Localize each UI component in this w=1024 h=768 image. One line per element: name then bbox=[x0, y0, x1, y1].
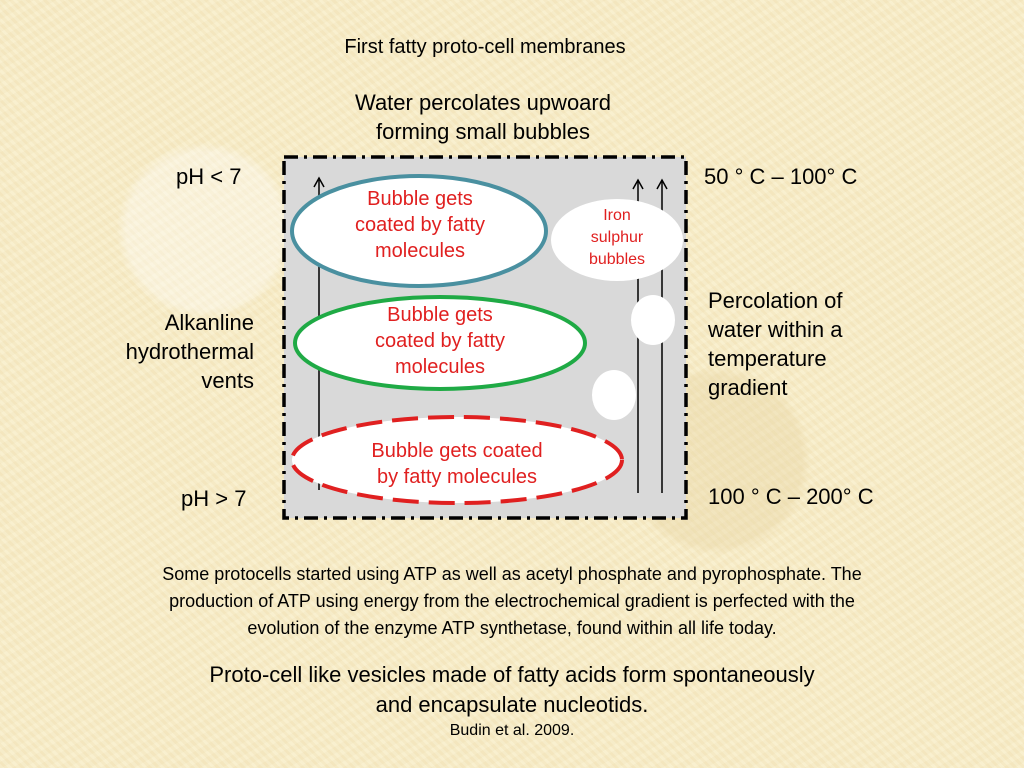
ph-top-label: pH < 7 bbox=[176, 164, 242, 189]
bubble-mid-line-2: coated by fatty bbox=[374, 330, 506, 352]
bubble-top-line-2: coated by fatty bbox=[354, 214, 486, 236]
vents-line-1: Alkanline bbox=[164, 310, 254, 335]
small-bubble-2 bbox=[592, 370, 636, 420]
bubble-top-line-1: Bubble gets bbox=[367, 188, 473, 210]
temp-top-label: 50 ° C – 100° C bbox=[704, 164, 858, 189]
percolation-line-4: gradient bbox=[708, 375, 788, 400]
percolation-line-2: water within a bbox=[708, 317, 843, 342]
percolation-label: Percolation of water within a temperatur… bbox=[708, 286, 908, 402]
bubble-bottom-text: Bubble gets coated by fatty molecules bbox=[337, 438, 577, 490]
percolation-line-1: Percolation of bbox=[708, 288, 843, 313]
bubble-mid-line-1: Bubble gets bbox=[387, 304, 493, 326]
iron-sulphur-text: Iron sulphur bubbles bbox=[561, 205, 673, 271]
bubble-bottom-line-2: by fatty molecules bbox=[376, 466, 538, 488]
citation: Budin et al. 2009. bbox=[449, 722, 575, 739]
bubble-bottom-ellipse bbox=[290, 415, 624, 505]
bubble-bottom-line-1: Bubble gets coated bbox=[371, 440, 543, 462]
bubble-top-text: Bubble gets coated by fatty molecules bbox=[320, 186, 520, 264]
percolation-line-3: temperature bbox=[708, 346, 827, 371]
percolate-caption: Water percolates upwoard forming small b… bbox=[283, 88, 683, 146]
para2-line-2: and encapsulate nucleotids. bbox=[375, 692, 649, 717]
para2-line-1: Proto-cell like vesicles made of fatty a… bbox=[209, 662, 815, 687]
bubble-top-ellipse bbox=[290, 174, 548, 288]
vents-label: Alkanline hydrothermal vents bbox=[64, 308, 254, 395]
small-bubble-1 bbox=[631, 295, 675, 345]
vents-line-2: hydrothermal bbox=[125, 339, 254, 364]
temp-bottom-label: 100 ° C – 200° C bbox=[708, 484, 874, 509]
paragraph-atp: Some protocells started using ATP as wel… bbox=[20, 561, 1004, 642]
para1-line-2: production of ATP using energy from the … bbox=[169, 591, 855, 611]
percolate-line-1: Water percolates upwoard bbox=[355, 90, 611, 115]
diagram-title: First fatty proto-cell membranes bbox=[344, 36, 626, 58]
para1-line-3: evolution of the enzyme ATP synthetase, … bbox=[247, 618, 777, 638]
iron-line-2: sulphur bbox=[590, 229, 644, 246]
paragraph-vesicles: Proto-cell like vesicles made of fatty a… bbox=[60, 660, 964, 720]
iron-sulphur-bubble bbox=[551, 199, 683, 281]
iron-line-3: bubbles bbox=[588, 251, 646, 268]
para1-line-1: Some protocells started using ATP as wel… bbox=[162, 564, 862, 584]
bubble-mid-ellipse bbox=[293, 295, 587, 391]
bubble-mid-line-3: molecules bbox=[394, 356, 486, 378]
percolate-line-2: forming small bubbles bbox=[376, 119, 590, 144]
iron-line-1: Iron bbox=[603, 207, 631, 224]
bubble-mid-text: Bubble gets coated by fatty molecules bbox=[340, 302, 540, 380]
ph-bottom-label: pH > 7 bbox=[181, 486, 247, 511]
vents-line-3: vents bbox=[201, 368, 254, 393]
bubble-top-line-3: molecules bbox=[374, 240, 466, 262]
